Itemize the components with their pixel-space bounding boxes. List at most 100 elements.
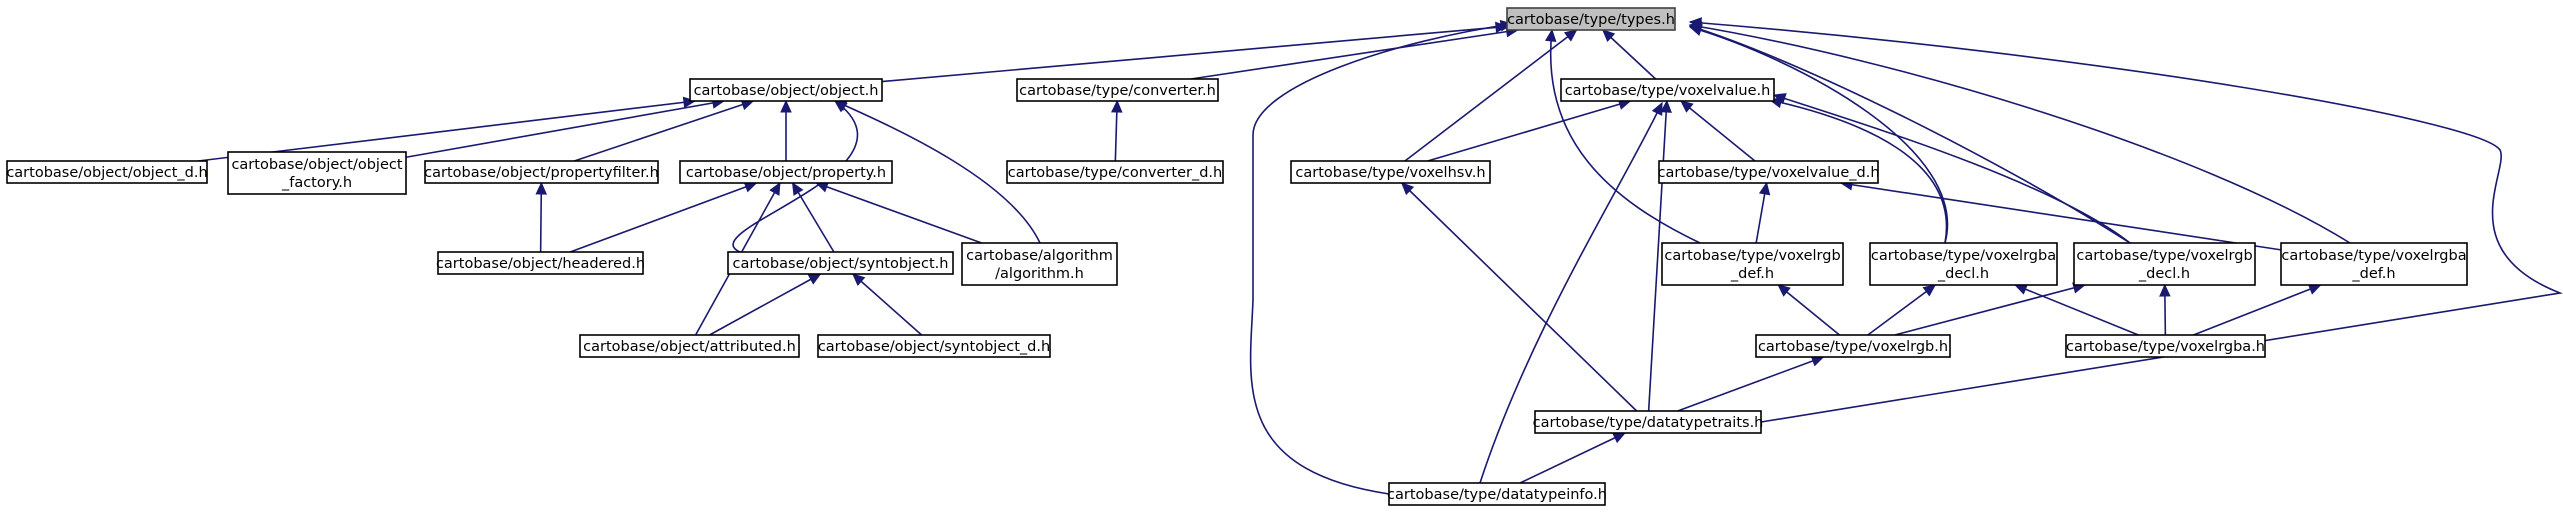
node-voxelrgb_def[interactable]: cartobase/type/voxelrgb_def.h: [1661, 242, 1844, 286]
node-label-datatypeinfo: cartobase/type/datatypeinfo.h: [1387, 487, 1607, 503]
node-box-object[interactable]: [689, 78, 883, 102]
node-box-voxelrgba[interactable]: [2065, 334, 2266, 358]
node-voxelvalue_d[interactable]: cartobase/type/voxelvalue_d.h: [1657, 160, 1880, 184]
node-box-algorithm[interactable]: [961, 242, 1118, 286]
node-voxelrgb_decl[interactable]: cartobase/type/voxelrgb _decl.h: [2073, 242, 2256, 286]
node-box-object_d[interactable]: [6, 160, 208, 184]
node-label-converter: cartobase/type/converter.h: [1019, 83, 1216, 99]
node-box-converter[interactable]: [1016, 78, 1219, 102]
node-converter[interactable]: cartobase/type/converter.h: [1016, 78, 1219, 102]
edge-datatypeinfo-to-voxelvalue: [1479, 102, 1663, 484]
node-propertyfilter[interactable]: cartobase/object/propertyfilter.h: [424, 160, 659, 184]
node-label-voxelvalue_d: cartobase/type/voxelvalue_d.h: [1657, 165, 1879, 181]
edge-voxelrgba_def-to-voxelvalue_d: [1840, 182, 2282, 251]
node-box-datatypetraits[interactable]: [1534, 410, 1762, 434]
edge-attributed-to-syntobject: [709, 273, 821, 336]
node-voxelhsv[interactable]: cartobase/type/voxelhsv.h: [1290, 160, 1491, 184]
node-voxelrgba[interactable]: cartobase/type/voxelrgba.h: [2065, 334, 2266, 358]
node-voxelrgb[interactable]: cartobase/type/voxelrgb.h: [1755, 334, 1951, 358]
node-box-voxelvalue_d[interactable]: [1658, 160, 1879, 184]
edge-headered-to-property: [569, 182, 757, 253]
arrowhead-voxelrgba-to-voxelrgba_decl: [2014, 283, 2029, 295]
arrowhead-voxelrgba-to-voxelrgb_decl: [2159, 283, 2171, 297]
node-object[interactable]: cartobase/object/object.h: [689, 78, 883, 102]
node-box-voxelrgb[interactable]: [1755, 334, 1951, 358]
edge-voxelrgba-to-voxelrgba_decl: [2014, 284, 2139, 336]
node-syntobject[interactable]: cartobase/object/syntobject.h: [727, 251, 954, 275]
node-object_d[interactable]: cartobase/object/object_d.h: [6, 160, 208, 184]
edge-datatypetraits-to-voxelvalue: [1647, 100, 1668, 412]
edge-voxelvalue-to-types: [1602, 29, 1657, 80]
edge-voxelrgba_decl-to-types: [1689, 26, 1949, 244]
node-voxelrgba_decl[interactable]: cartobase/type/voxelrgba_decl.h: [1869, 242, 2058, 286]
node-box-types[interactable]: [1506, 7, 1676, 31]
node-label-object_factory-line1: cartobase/object/object: [231, 157, 402, 173]
edge-voxelrgb_decl-to-voxelvalue: [1773, 94, 2131, 244]
edge-propertyfilter-to-object: [574, 100, 754, 162]
node-box-voxelrgb_def[interactable]: [1661, 242, 1844, 286]
node-headered[interactable]: cartobase/object/headered.h: [436, 251, 645, 275]
node-box-voxelrgba_decl[interactable]: [1869, 242, 2058, 286]
edge-headered-to-propertyfilter: [539, 182, 543, 253]
node-box-headered[interactable]: [437, 251, 644, 275]
node-datatypetraits[interactable]: cartobase/type/datatypetraits.h: [1533, 410, 1764, 434]
node-box-attributed[interactable]: [579, 334, 800, 358]
node-converter_d[interactable]: cartobase/type/converter_d.h: [1006, 160, 1224, 184]
node-box-voxelrgb_decl[interactable]: [2073, 242, 2256, 286]
edge-object_factory-to-object: [405, 100, 724, 159]
node-property[interactable]: cartobase/object/property.h: [679, 160, 893, 184]
arrowhead-headered-to-propertyfilter: [535, 181, 548, 195]
arrowhead-datatypeinfo-to-datatypetraits: [1612, 432, 1627, 444]
node-datatypeinfo[interactable]: cartobase/type/datatypeinfo.h: [1387, 482, 1607, 506]
node-box-voxelhsv[interactable]: [1290, 160, 1491, 184]
edge-algorithm-to-object: [834, 100, 1041, 244]
node-box-voxelvalue[interactable]: [1560, 78, 1775, 102]
node-label-algorithm-line1: cartobase/algorithm: [966, 248, 1113, 264]
node-label-headered: cartobase/object/headered.h: [436, 256, 645, 272]
node-label-voxelrgb_decl-line2: _decl.h: [2138, 266, 2190, 282]
edge-voxelrgba-to-voxelrgba_def: [2193, 284, 2321, 336]
node-label-voxelrgba_def-line2: _def.h: [2351, 266, 2395, 282]
node-box-object_factory[interactable]: [227, 151, 407, 195]
node-box-datatypeinfo[interactable]: [1388, 482, 1606, 506]
node-label-voxelhsv: cartobase/type/voxelhsv.h: [1295, 165, 1485, 181]
edge-voxelhsv-to-types: [1404, 29, 1578, 162]
node-types[interactable]: cartobase/type/types.h: [1506, 7, 1676, 31]
node-attributed[interactable]: cartobase/object/attributed.h: [579, 334, 800, 358]
node-label-voxelrgba: cartobase/type/voxelrgba.h: [2066, 339, 2265, 355]
node-algorithm[interactable]: cartobase/algorithm/algorithm.h: [961, 242, 1118, 286]
arrowhead-attributed-to-syntobject: [807, 273, 822, 285]
node-label-voxelrgba_decl-line1: cartobase/type/voxelrgba: [1871, 248, 2056, 264]
node-object_factory[interactable]: cartobase/object/object_factory.h: [227, 151, 407, 195]
node-label-algorithm-line2: /algorithm.h: [995, 266, 1084, 282]
edge-voxelrgba_def-to-types: [1689, 24, 2351, 244]
edge-datatypetraits-to-types: [1689, 21, 2563, 423]
arrowhead-voxelrgb-to-voxelrgb_def: [1777, 284, 1791, 297]
nodes-layer: cartobase/type/types.h cartobase/object/o…: [6, 7, 2468, 506]
edge-datatypetraits-to-voxelhsv: [1401, 182, 1638, 412]
arrowhead-datatypeinfo-to-voxelvalue: [1651, 101, 1663, 116]
edge-object_d-to-object: [197, 100, 696, 162]
node-box-voxelrgba_def[interactable]: [2280, 242, 2468, 286]
node-box-syntobject[interactable]: [727, 251, 954, 275]
edge-object-to-types: [881, 25, 1508, 83]
node-label-voxelrgb_def-line1: cartobase/type/voxelrgb: [1664, 248, 1840, 264]
node-label-attributed: cartobase/object/attributed.h: [583, 339, 796, 355]
node-label-converter_d: cartobase/type/converter_d.h: [1008, 165, 1222, 181]
node-syntobject_d[interactable]: cartobase/object/syntobject_d.h: [817, 334, 1051, 358]
edge-datatypeinfo-to-datatypetraits: [1519, 432, 1626, 484]
arrowhead-voxelrgb_def-to-types: [1545, 28, 1557, 43]
node-label-voxelrgb_decl-line1: cartobase/type/voxelrgb: [2076, 248, 2252, 264]
node-voxelrgba_def[interactable]: cartobase/type/voxelrgba_def.h: [2280, 242, 2468, 286]
node-box-converter_d[interactable]: [1006, 160, 1224, 184]
edge-datatypeinfo-to-types: [1249, 23, 1513, 495]
node-box-propertyfilter[interactable]: [424, 160, 659, 184]
arrowhead-voxelrgb_def-to-voxelvalue_d: [1758, 181, 1771, 196]
node-label-property: cartobase/object/property.h: [686, 165, 886, 181]
node-voxelvalue[interactable]: cartobase/type/voxelvalue.h: [1560, 78, 1775, 102]
node-box-property[interactable]: [679, 160, 893, 184]
node-label-voxelrgb: cartobase/type/voxelrgb.h: [1758, 339, 1948, 355]
node-box-syntobject_d[interactable]: [817, 334, 1051, 358]
node-label-syntobject: cartobase/object/syntobject.h: [733, 256, 949, 272]
